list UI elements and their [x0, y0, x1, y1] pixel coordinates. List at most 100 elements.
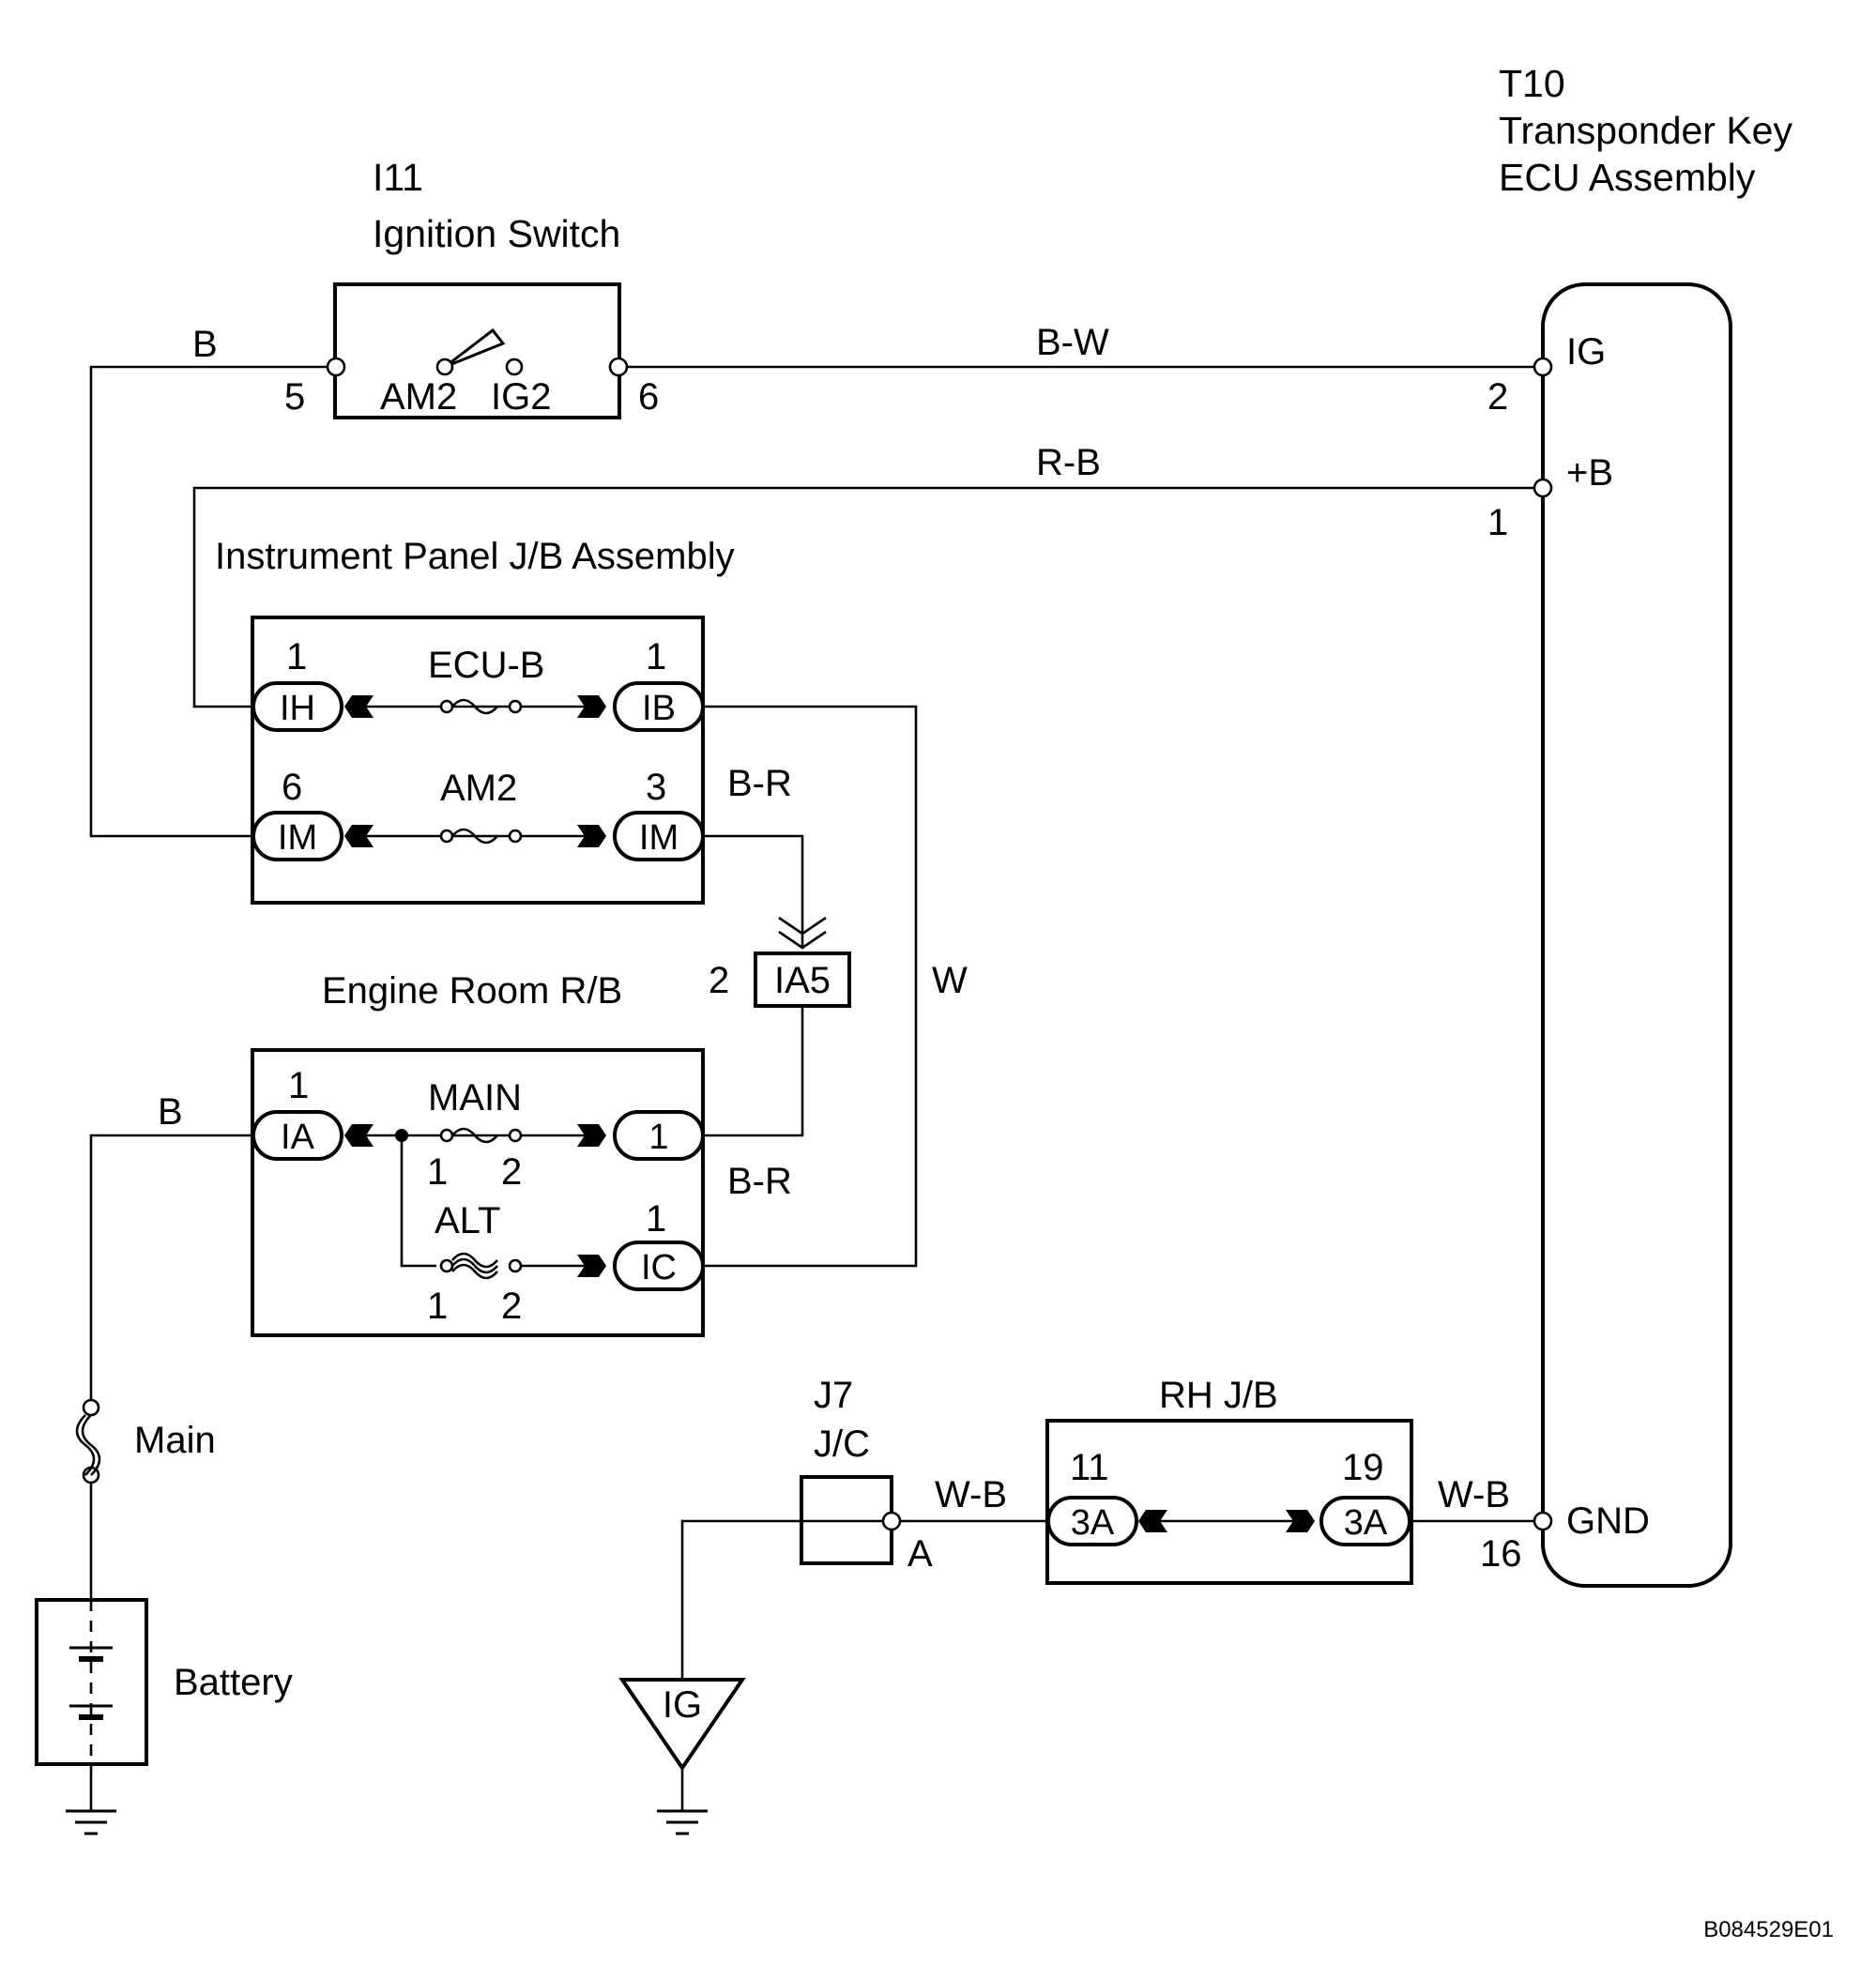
- switch-terminal-6: [608, 357, 629, 377]
- im-pin-3: 3: [646, 767, 666, 808]
- switch-pivot: [435, 358, 454, 376]
- connector-ia5-label: IA5: [774, 960, 831, 1001]
- fuse-am2-label: AM2: [440, 768, 517, 809]
- connector-ib: [613, 681, 705, 732]
- wire-label-wb-right: W-B: [1438, 1474, 1510, 1515]
- switch-pin-5: 5: [284, 376, 305, 418]
- diagram-code: B084529E01: [1703, 1917, 1834, 1942]
- connector-er-1-label: 1: [648, 1118, 668, 1157]
- ecu-pin-ig-label: IG: [1566, 331, 1606, 373]
- wire-b-left: [89, 1134, 253, 1404]
- arrow-ib: [577, 695, 606, 718]
- connector-ia: [252, 1110, 343, 1161]
- rh-pin-11: 11: [1070, 1447, 1109, 1488]
- er-rb-name: Engine Room R/B: [322, 970, 622, 1012]
- wire-label-b-top: B: [192, 324, 218, 365]
- switch-terminal-5: [326, 357, 346, 377]
- ip-jb-name: Instrument Panel J/B Assembly: [215, 536, 735, 577]
- fuse-alt-label: ALT: [435, 1200, 500, 1241]
- ia-pin-1: 1: [288, 1065, 309, 1106]
- alt-pin-2: 2: [501, 1286, 522, 1327]
- connector-ih: [252, 681, 343, 732]
- rh-jb-box: [1045, 1419, 1413, 1585]
- wire-label-br-lower: B-R: [727, 1161, 792, 1202]
- fuse-main-icon: [451, 1127, 498, 1144]
- connector-rh-left: [1046, 1496, 1138, 1546]
- ecu-pin-2: 2: [1487, 376, 1508, 418]
- wire-label-bw: B-W: [1036, 322, 1109, 363]
- ecu-terminal-ig: [1533, 357, 1553, 377]
- arrow-im-left: [344, 825, 374, 847]
- ecu-terminal-b: [1533, 478, 1553, 498]
- connector-rh-right: [1319, 1496, 1411, 1546]
- ic-pin-1: 1: [646, 1198, 666, 1240]
- ia5-pin-2: 2: [709, 960, 729, 1001]
- battery: Battery: [35, 1598, 293, 1766]
- connector-rh-right-label: 3A: [1344, 1503, 1388, 1543]
- jc-name: J/C: [814, 1423, 870, 1465]
- ecu-pin-1: 1: [1487, 502, 1508, 543]
- rh-jb-name: RH J/B: [1159, 1375, 1278, 1416]
- wire-label-rb: R-B: [1036, 442, 1101, 483]
- ground-symbol-battery: [66, 1809, 116, 1835]
- connector-rh-left-label: 3A: [1071, 1503, 1115, 1543]
- fusible-link-icon: [75, 1414, 101, 1476]
- connector-ic: [613, 1241, 705, 1291]
- ecu-name-line2: ECU Assembly: [1499, 156, 1756, 199]
- fuse-main-label: MAIN: [428, 1077, 522, 1119]
- ib-pin-1: 1: [646, 636, 666, 677]
- ecu-pin-gnd-label: GND: [1566, 1500, 1650, 1542]
- main-fusible-link: Main: [75, 1398, 216, 1484]
- wire-label-br-upper: B-R: [727, 763, 792, 804]
- instrument-panel-jb: Instrument Panel J/B Assembly ECU-B IH I…: [215, 536, 735, 905]
- ia5-arrow-2: [778, 930, 827, 950]
- connector-im-right: [613, 811, 705, 861]
- jc-code: J7: [814, 1375, 853, 1416]
- wire-label-wb-left: W-B: [935, 1474, 1007, 1515]
- switch-contact-am2-label: AM2: [380, 376, 457, 418]
- fuse-ecub-label: ECU-B: [428, 645, 544, 686]
- ground-point-label: IG: [663, 1684, 702, 1726]
- switch-pin-6: 6: [638, 376, 659, 418]
- main-pin-1: 1: [427, 1151, 448, 1193]
- rh-pin-19: 19: [1342, 1447, 1384, 1488]
- battery-label: Battery: [174, 1662, 293, 1703]
- connector-ia-label: IA: [281, 1118, 315, 1157]
- ecu-code: T10: [1499, 62, 1565, 105]
- main-pin-2: 2: [501, 1151, 522, 1193]
- fuse-alt-icon: [451, 1252, 498, 1280]
- arrow-ic: [577, 1255, 606, 1277]
- ia5-arrow-1: [778, 916, 827, 936]
- jc-terminal-a-label: A: [907, 1533, 933, 1575]
- fuse-ecub-icon: [451, 698, 498, 715]
- ground-point-triangle: [618, 1678, 746, 1772]
- wire-b-top: [89, 365, 336, 838]
- ih-pin-1: 1: [286, 636, 307, 677]
- ignition-switch-name: Ignition Switch: [373, 212, 620, 255]
- wire-br: [704, 834, 804, 948]
- ecu-assembly: T10 Transponder Key ECU Assembly IG +B G…: [1480, 62, 1792, 1588]
- wire-br-lower: [704, 1006, 804, 1137]
- connector-ic-label: IC: [641, 1248, 677, 1287]
- connector-im-right-label: IM: [639, 818, 679, 858]
- connector-im-left: [252, 811, 343, 861]
- ecu-box: [1541, 282, 1732, 1588]
- connector-ia5: IA5 2: [709, 916, 851, 1008]
- wire-w: [704, 705, 918, 1268]
- switch-contact-ig2: [505, 358, 524, 376]
- ecu-pin-b-label: +B: [1566, 452, 1613, 494]
- engine-room-rb: Engine Room R/B MAIN 1 2 IA 1 1 ALT 1 2 …: [251, 970, 705, 1337]
- wires: [89, 365, 1543, 1811]
- switch-contact-ig2-label: IG2: [491, 376, 551, 418]
- er-rb-box: [251, 1048, 705, 1337]
- connector-ia5-box: [754, 951, 851, 1008]
- arrow-rh-right: [1286, 1510, 1315, 1532]
- ecu-pin-16: 16: [1480, 1533, 1522, 1575]
- wire-color-labels: B B-W R-B B-R W B-R B W-B W-B: [158, 322, 1510, 1515]
- ignition-switch-code: I11: [373, 156, 423, 199]
- ignition-switch: I11 Ignition Switch AM2 IG2 5 6: [284, 156, 659, 419]
- fuse-am2-icon: [451, 828, 498, 845]
- wire-label-w: W: [932, 960, 968, 1001]
- ground-point-ig: IG: [618, 1678, 746, 1835]
